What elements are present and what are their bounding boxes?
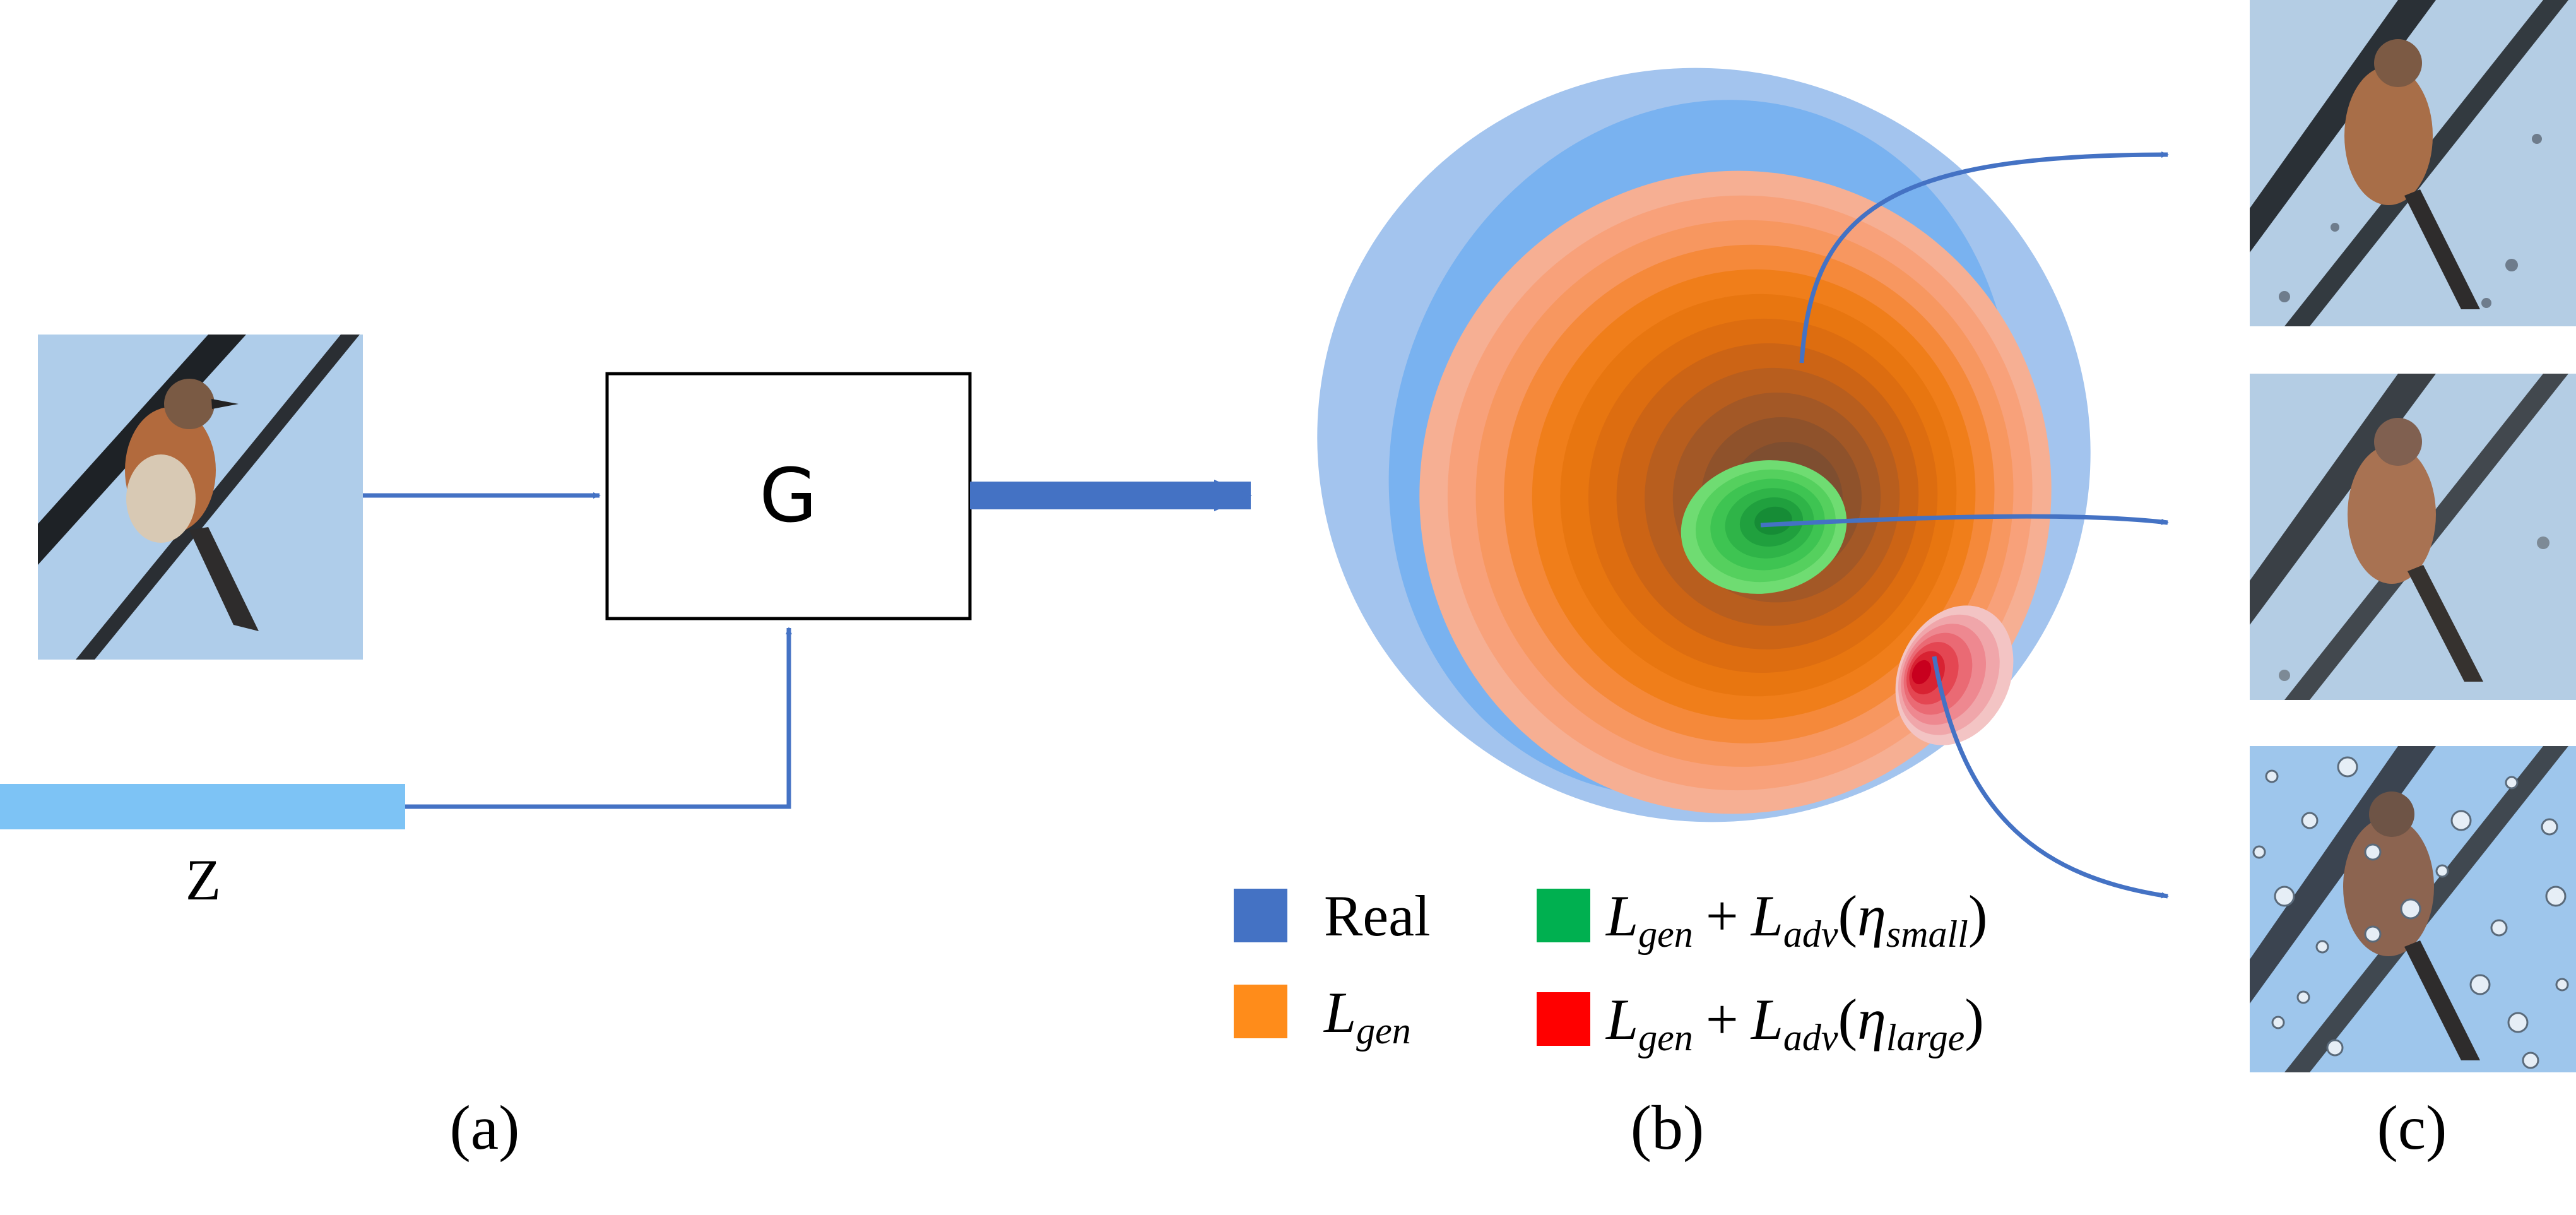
distribution-diagram bbox=[1317, 68, 2169, 899]
legend-swatch-small bbox=[1537, 889, 1590, 942]
small-contour-5 bbox=[1754, 506, 1792, 535]
generator-label: G bbox=[759, 452, 817, 539]
sample-arrow-middle bbox=[1760, 514, 2169, 528]
panel-label-c: (c) bbox=[2377, 1093, 2447, 1163]
noise-to-generator-arrow bbox=[405, 627, 792, 809]
output-image-middle bbox=[2250, 374, 2576, 700]
artifact-dot bbox=[2265, 769, 2279, 783]
artifact-dot bbox=[2435, 864, 2449, 878]
generator-box bbox=[605, 372, 972, 620]
artifact-dot bbox=[2364, 843, 2382, 861]
artifact-dot bbox=[2450, 810, 2472, 831]
legend-swatch-gen bbox=[1234, 985, 1287, 1038]
sample-arrow-bottom bbox=[1932, 656, 2169, 899]
legend-label-small: Lgen+Ladv(ηsmall) bbox=[1605, 884, 1987, 955]
artifact-dot bbox=[2507, 1012, 2529, 1033]
artifact-dot bbox=[2541, 818, 2558, 836]
artifact-dot bbox=[2315, 940, 2329, 954]
legend: Real Lgen Lgen+Ladv(ηsmall) Lgen+Ladv(ηl… bbox=[1234, 884, 1987, 1058]
legend-swatch-real bbox=[1234, 889, 1287, 942]
artifact-dot bbox=[2271, 1016, 2285, 1029]
artifact-dot bbox=[2522, 1052, 2539, 1069]
artifact-dot bbox=[2555, 978, 2569, 992]
artifact-dot bbox=[2490, 919, 2508, 937]
artifact-dot bbox=[2274, 886, 2295, 907]
legend-swatch-large bbox=[1537, 992, 1590, 1046]
artifact-dot bbox=[2296, 990, 2310, 1004]
artifact-dot bbox=[2505, 776, 2519, 790]
panel-label-a: (a) bbox=[450, 1093, 520, 1163]
artifact-dot bbox=[2337, 756, 2358, 778]
artifact-dot bbox=[2301, 812, 2319, 829]
artifact-dot bbox=[2364, 925, 2382, 943]
legend-label-large: Lgen+Ladv(ηlarge) bbox=[1605, 987, 1984, 1058]
panel-label-b: (b) bbox=[1631, 1093, 1705, 1163]
artifact-dot bbox=[2545, 886, 2567, 907]
artifact-dot bbox=[2252, 845, 2266, 859]
output-image-bottom bbox=[2250, 746, 2576, 1072]
large-contour-6 bbox=[1911, 660, 1932, 685]
artifact-dot bbox=[2469, 974, 2491, 995]
artifact-dot bbox=[2400, 898, 2421, 920]
sample-arrow-top bbox=[1799, 151, 2169, 364]
legend-label-gen: Lgen bbox=[1323, 980, 1411, 1052]
artifact-dot bbox=[2326, 1039, 2344, 1057]
legend-label-real: Real bbox=[1324, 884, 1431, 948]
noise-label: Z bbox=[186, 848, 221, 912]
noise-vector-bar bbox=[0, 784, 405, 829]
input-bird-image bbox=[38, 335, 363, 660]
output-image-top bbox=[2250, 0, 2576, 326]
